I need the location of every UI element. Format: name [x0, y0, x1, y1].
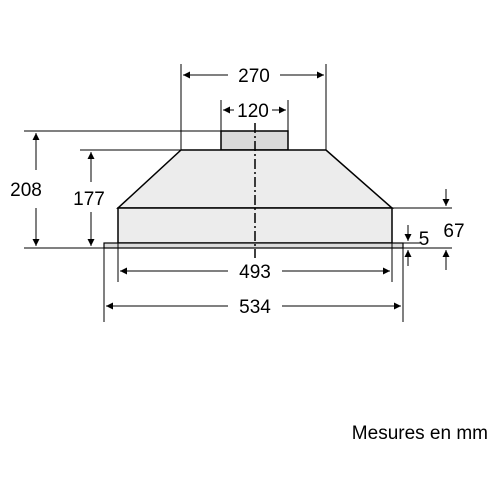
dimension-inner-width: 493: [117, 243, 393, 283]
dimension-bottom-section-height: 67: [392, 189, 465, 270]
dimension-label-208: 208: [10, 180, 42, 201]
dimension-label-270: 270: [238, 66, 270, 87]
dimension-trim-thickness: 5: [403, 225, 429, 266]
hood-trim-plate: [103, 242, 404, 249]
dimension-label-177: 177: [73, 189, 105, 210]
hood-body: [103, 130, 404, 249]
dimension-top-width: 270: [180, 64, 327, 150]
dimension-outlet-width: 120: [220, 98, 289, 131]
dimension-total-height: 208: [10, 130, 221, 249]
dimension-body-height: 177: [73, 149, 181, 246]
dimension-label-120: 120: [237, 101, 269, 122]
dimension-overall-width: 534: [103, 248, 404, 322]
dimension-label-67: 67: [443, 221, 464, 242]
units-caption: Mesures en mm: [352, 423, 488, 444]
dimension-label-493: 493: [239, 262, 271, 283]
dimension-label-534: 534: [239, 297, 271, 318]
dimension-label-5: 5: [419, 229, 430, 250]
